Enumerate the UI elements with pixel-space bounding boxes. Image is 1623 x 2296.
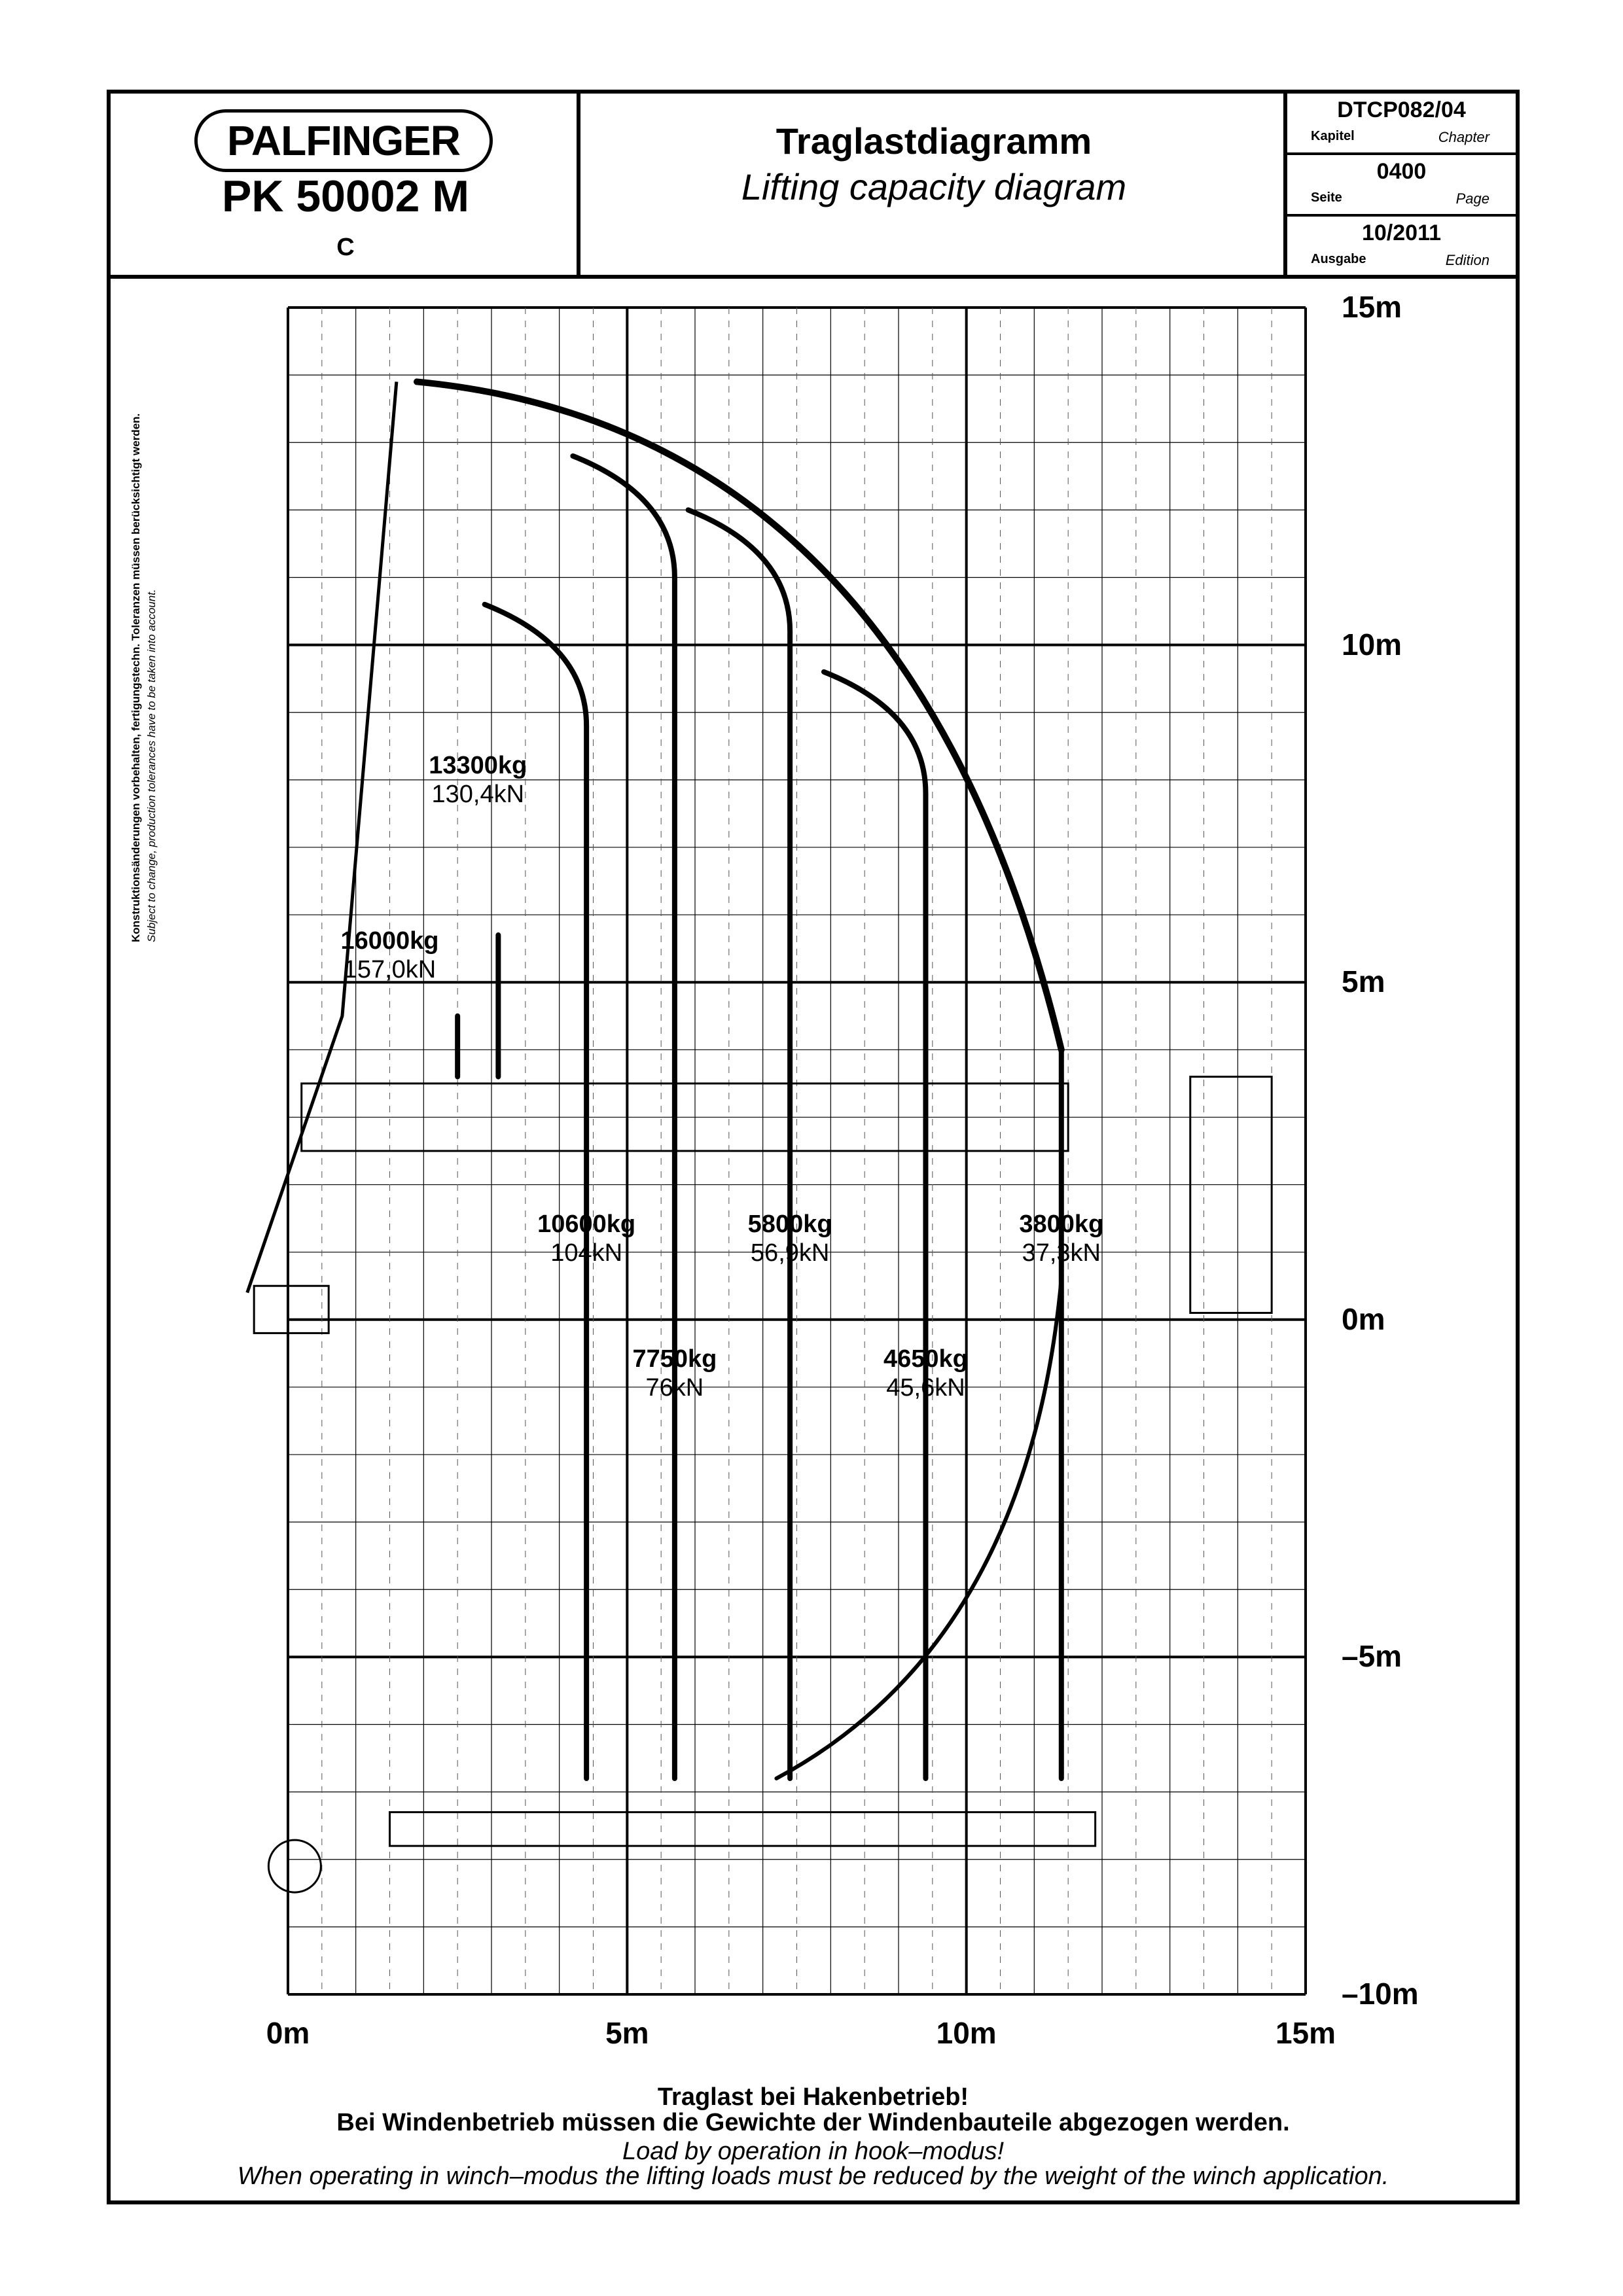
crane-folded-boom	[389, 1811, 1097, 1847]
crane-boom-horizontal	[300, 1082, 1069, 1152]
chapter-label-en: Chapter	[1438, 129, 1489, 145]
load-kn: 157,0kN	[343, 955, 437, 983]
footer-en-line1: Load by operation in hook–modus!	[622, 2138, 1005, 2165]
y-tick-label: 5m	[1342, 964, 1385, 999]
load-kg: 16000kg	[340, 927, 439, 955]
edition-label-en: Edition	[1445, 252, 1489, 268]
brand-name: PALFINGER	[226, 117, 461, 164]
load-kn: 45,6kN	[886, 1374, 965, 1402]
palfinger-logo: PALFINGER	[194, 109, 493, 172]
drawing-frame: PALFINGER PK 50002 M C Traglastdiagramm …	[107, 90, 1520, 2204]
y-tick-label: 10m	[1342, 627, 1402, 662]
page-row: 0400 Seite Page	[1287, 155, 1516, 217]
load-kn: 56,9kN	[750, 1239, 830, 1267]
document-code: DTCP082/04	[1337, 97, 1466, 122]
chapter-label-de: Kapitel	[1311, 129, 1355, 143]
x-tick-label: 15m	[1275, 2016, 1336, 2050]
load-kg: 7750kg	[632, 1345, 717, 1373]
title-block-logo: PALFINGER PK 50002 M C	[111, 94, 580, 279]
crane-boom-raised	[245, 381, 399, 1294]
page-label-en: Page	[1455, 190, 1489, 207]
load-kn: 104kN	[550, 1239, 623, 1267]
envelope-curve	[413, 378, 1065, 1053]
footer-de-line1: Traglast bei Hakenbetrieb!	[657, 2083, 969, 2111]
load-kg: 4650kg	[883, 1345, 968, 1373]
footer-de-line2: Bei Windenbetrieb müssen die Gewichte de…	[336, 2109, 1290, 2136]
load-kg: 3800kg	[1019, 1210, 1104, 1239]
load-curve-4	[570, 453, 677, 1782]
title-block-title: Traglastdiagramm Lifting capacity diagra…	[580, 94, 1287, 279]
x-tick-label: 0m	[266, 2016, 310, 2050]
diagram-title-en: Lifting capacity diagram	[741, 166, 1127, 207]
load-curves	[413, 378, 1065, 1782]
y-tick-label: 15m	[1342, 290, 1402, 324]
crane-base	[253, 1284, 330, 1334]
crane-folded-base	[267, 1839, 322, 1894]
edition-row: 10/2011 Ausgabe Edition	[1287, 217, 1516, 278]
page-number: 0400	[1376, 159, 1427, 184]
crane-rear-view	[1189, 1076, 1273, 1314]
load-kn: 130,4kN	[431, 780, 525, 808]
model-name: PK 50002 M	[222, 171, 469, 221]
edition-label-de: Ausgabe	[1311, 252, 1366, 266]
page-label-de: Seite	[1311, 190, 1342, 205]
chapter-row: DTCP082/04 Kapitel Chapter	[1287, 94, 1516, 155]
load-kg: 13300kg	[429, 751, 527, 779]
load-kn: 76kN	[645, 1374, 704, 1402]
load-curve-6	[821, 669, 929, 1782]
load-kg: 5800kg	[747, 1210, 832, 1239]
load-kn: 37,3kN	[1022, 1239, 1101, 1267]
envelope-curve-lower	[774, 1277, 1063, 1781]
y-tick-label: 0m	[1342, 1301, 1385, 1336]
load-curve-5	[685, 507, 793, 1782]
footer-en-line2: When operating in winch–modus the liftin…	[237, 2163, 1389, 2190]
model-variant: C	[336, 234, 355, 261]
y-tick-label: –10m	[1342, 1977, 1419, 2011]
load-kg: 10600kg	[537, 1210, 636, 1239]
x-tick-label: 10m	[936, 2016, 997, 2050]
y-tick-label: –5m	[1342, 1639, 1402, 1674]
edition-value: 10/2011	[1361, 221, 1442, 245]
load-curve-3	[482, 601, 590, 1782]
crane-drawings	[245, 381, 1273, 1894]
x-tick-label: 5m	[605, 2016, 649, 2050]
diagram-title-de: Traglastdiagramm	[776, 120, 1092, 162]
title-block-meta: DTCP082/04 Kapitel Chapter 0400 Seite Pa…	[1287, 94, 1516, 279]
